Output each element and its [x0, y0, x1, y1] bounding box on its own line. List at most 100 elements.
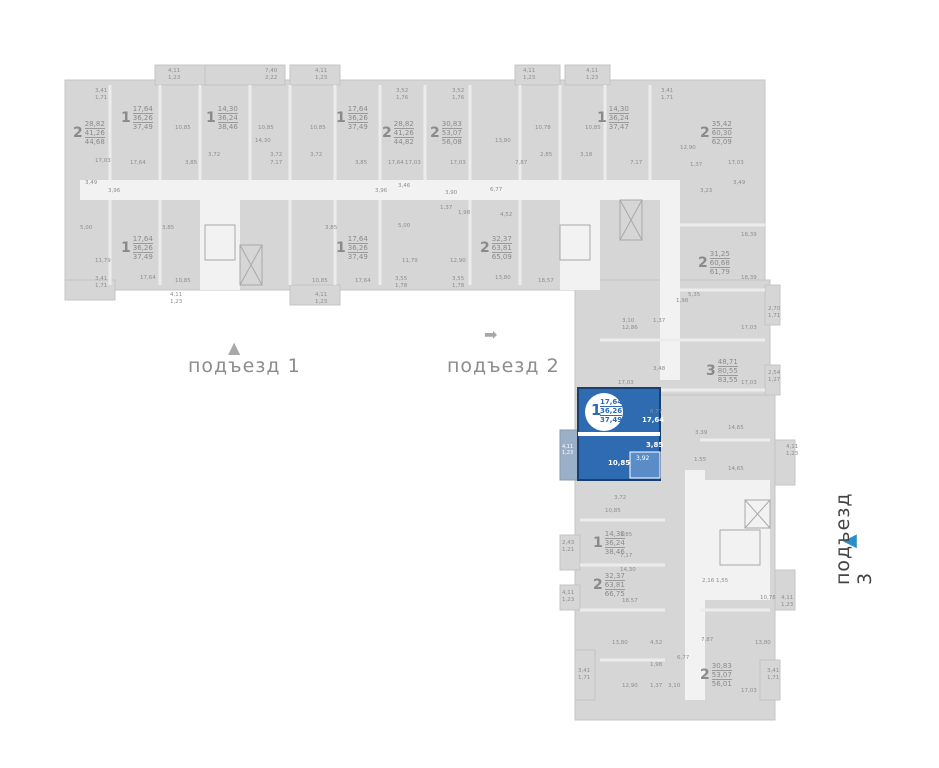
room-area-label: 3,85 — [620, 532, 633, 538]
room-area-label: 3,49 — [733, 180, 746, 186]
apartment-area: 83,55 — [717, 375, 738, 384]
room-area-label: 3,49 — [85, 180, 98, 186]
room-area-label: 1,37 — [690, 162, 703, 168]
room-area-label: 1,27 — [768, 377, 781, 383]
room-area-label: 1,23 — [586, 75, 599, 81]
apartment-area: 38,46 — [604, 547, 625, 556]
room-area-label: 3,41 — [661, 88, 674, 94]
room-area-label: 14,30 — [620, 567, 636, 573]
room-area-label: 4,11 — [523, 68, 536, 74]
room-area-label: 10,85 — [258, 125, 274, 131]
room-area-label: 17,03 — [405, 160, 421, 166]
apartment-area: 17,64 — [132, 105, 153, 113]
room-area-label: 10,85 — [310, 125, 326, 131]
apartment-area: 35,42 — [711, 120, 732, 128]
room-area-label: 1,55 — [716, 578, 729, 584]
room-area-label: 6,77 — [677, 655, 690, 661]
room-area-label: 14,30 — [255, 138, 271, 144]
apartment-area: 38,46 — [217, 122, 238, 131]
room-area-label: 7,40 — [265, 68, 278, 74]
apartment-area: 56,08 — [441, 137, 462, 146]
entrance-2-label[interactable]: подъезд 2 — [447, 355, 560, 377]
room-area-label: 3,72 — [310, 152, 323, 158]
room-area-label: 17,03 — [741, 325, 757, 331]
entrance-1-label[interactable]: подъезд 1 — [188, 355, 301, 377]
room-area-label: 12,90 — [450, 258, 466, 264]
room-area-label: 18,57 — [622, 598, 638, 604]
room-area-label: 1,37 — [650, 683, 663, 689]
room-area-label: 1,76 — [452, 95, 465, 101]
room-area-label: 7,17 — [270, 160, 283, 166]
room-area-label: 10,85 — [585, 125, 601, 131]
apartment-area: 30,83 — [711, 662, 732, 670]
room-area-label: 17,64 — [388, 160, 404, 166]
selected-balcony-area-reduced: 1,23 — [562, 450, 574, 456]
apartment-area: 14,30 — [217, 105, 238, 113]
room-area-label: 1,71 — [767, 675, 780, 681]
apartment-area: 60,68 — [709, 258, 730, 267]
room-area-label: 17,03 — [728, 160, 744, 166]
room-area-label: 3,10 — [668, 683, 681, 689]
room-area-label: 2,70 — [768, 306, 781, 312]
room-area-label: 3,85 — [162, 225, 175, 231]
room-area-label: 3,23 — [700, 188, 713, 194]
room-area-label: 1,23 — [562, 597, 575, 603]
apartment-area: 37,49 — [132, 122, 153, 131]
apartment-rooms: 2 — [700, 667, 710, 683]
selected-apartment[interactable] — [559, 387, 661, 481]
room-area-label: 1,98 — [458, 210, 471, 216]
room-area-label: 3,41 — [767, 668, 780, 674]
room-area-label: 1,23 — [781, 602, 794, 608]
entrance-3-label[interactable]: подъезд 3 — [832, 492, 876, 585]
selected-area-living: 17,64 — [600, 398, 623, 406]
apartment-area: 14,30 — [608, 105, 629, 113]
room-area-label: 1,78 — [452, 283, 465, 289]
room-area-label: 1,98 — [676, 298, 689, 304]
room-area-label: 10,85 — [605, 508, 621, 514]
apartment-rooms: 1 — [121, 240, 131, 256]
room-area-label: 1,55 — [694, 457, 707, 463]
room-area-label: 1,76 — [396, 95, 409, 101]
room-area-label: 17,03 — [618, 380, 634, 386]
room-area-label: 18,57 — [538, 278, 554, 284]
room-area-label: 10,78 — [760, 595, 776, 601]
room-area-label: 7,87 — [701, 637, 714, 643]
room-area-label: 4,11 — [315, 68, 328, 74]
apartment-area: 53,07 — [711, 670, 732, 679]
apartment-rooms: 1 — [206, 110, 216, 126]
room-area-label: 3,39 — [695, 430, 708, 436]
apartment-area: 17,64 — [132, 235, 153, 243]
apartment-area: 37,47 — [608, 122, 629, 131]
room-area-label: 1,23 — [523, 75, 536, 81]
room-area-label: 2,85 — [540, 152, 553, 158]
room-area-label: 3,55 — [452, 276, 465, 282]
room-area-label: 1,23 — [315, 75, 328, 81]
room-area-label: 10,78 — [535, 125, 551, 131]
apartment-area: 32,37 — [491, 235, 512, 243]
room-area-label: 3,72 — [270, 152, 283, 158]
room-area-label: 1,98 — [650, 662, 663, 668]
room-area-label: 14,65 — [728, 466, 744, 472]
room-area-label: 18,39 — [741, 275, 757, 281]
apartment-rooms: 2 — [593, 577, 603, 593]
entrance-2-arrow-icon: ➡ — [484, 325, 498, 344]
apartment-area: 41,26 — [393, 128, 414, 137]
apartment-area: 53,07 — [441, 128, 462, 137]
room-area-label: 11,79 — [95, 258, 111, 264]
